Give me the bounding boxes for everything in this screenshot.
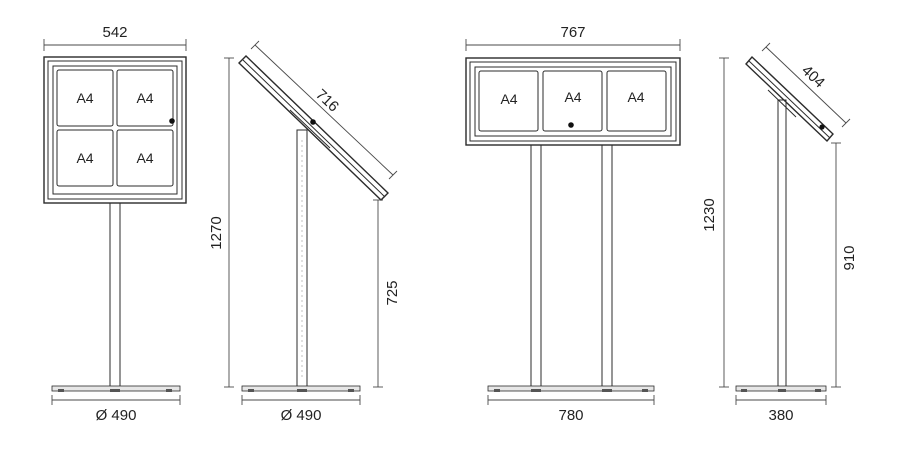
lock-icon [310, 119, 316, 125]
cell-label: A4 [564, 89, 581, 105]
cell-label: A4 [136, 90, 153, 106]
cell-label: A4 [136, 150, 153, 166]
width-label: 767 [560, 24, 585, 41]
tilted-panel [238, 55, 389, 201]
panel-length-dimension: 404 [761, 42, 851, 128]
width-label: 542 [102, 24, 127, 41]
pole-right [601, 144, 613, 388]
stand-3x1-front-view: 767 A4 A4 A4 780 [465, 24, 681, 424]
base-plate [487, 385, 655, 392]
pole [109, 202, 121, 388]
height-dimension: 1270 [208, 57, 234, 388]
cell-label: A4 [627, 89, 644, 105]
lower-height-dimension: 725 [373, 199, 401, 388]
width-dimension: 767 [465, 24, 681, 51]
base-label: Ø 490 [281, 407, 322, 424]
lower-height-dimension: 910 [831, 142, 858, 388]
lower-height-label: 725 [384, 280, 401, 305]
pole-left [530, 144, 542, 388]
stand-2x2-front-view: 542 A4 A4 A4 A4 Ø 490 [43, 24, 187, 424]
lock-icon [169, 118, 175, 124]
cell-label: A4 [76, 150, 93, 166]
lock-icon [568, 122, 574, 128]
base-dimension: 380 [735, 395, 827, 424]
width-dimension: 542 [43, 24, 187, 51]
cell-label: A4 [76, 90, 93, 106]
poster-cell [56, 129, 114, 187]
height-label: 1230 [701, 198, 718, 231]
board-frame [465, 57, 681, 146]
lock-icon [819, 124, 825, 130]
stand-2x2-side-view: 716 1270 725 Ø 490 [208, 40, 401, 424]
panel-length-dimension: 716 [250, 40, 398, 180]
lower-height-label: 910 [841, 245, 858, 270]
base-dimension: Ø 490 [51, 395, 181, 424]
pole [296, 129, 308, 388]
poster-cell [116, 129, 174, 187]
stand-3x1-side-view: 404 1230 910 380 [701, 42, 858, 424]
poster-cell [606, 70, 667, 132]
base-label: 380 [768, 407, 793, 424]
poster-cell [542, 70, 603, 132]
height-dimension: 1230 [701, 57, 729, 388]
tilted-panel [745, 55, 834, 143]
base-label: 780 [558, 407, 583, 424]
panel-length-label: 404 [798, 62, 828, 92]
panel-length-label: 716 [312, 86, 342, 116]
poster-cell [56, 69, 114, 127]
base-dimension: 780 [487, 395, 655, 424]
cell-label: A4 [500, 91, 517, 107]
poster-cell [478, 70, 539, 132]
poster-cell [116, 69, 174, 127]
base-label: Ø 490 [96, 407, 137, 424]
height-label: 1270 [208, 216, 225, 249]
pole [777, 99, 787, 388]
base-dimension: Ø 490 [241, 395, 361, 424]
